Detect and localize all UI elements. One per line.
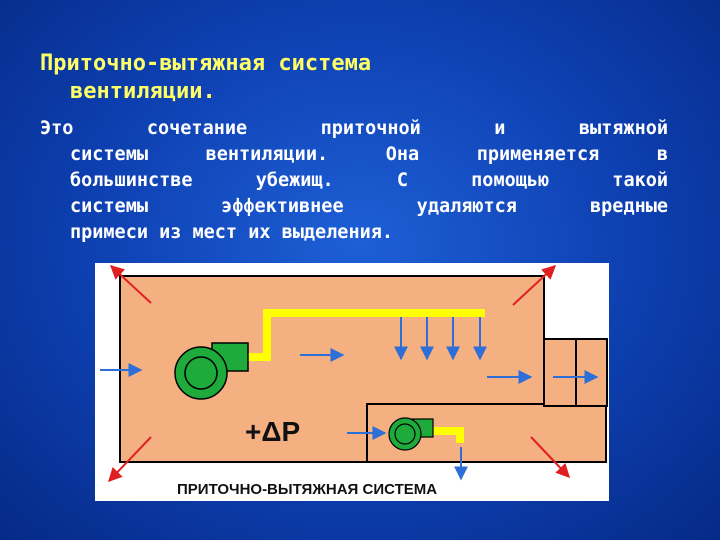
body-line-5: примеси из мест их выделения. [70, 222, 394, 243]
body-line-2: системы вентиляции. Она применяется в [70, 144, 668, 165]
slide-title: Приточно-вытяжная система вентиляции. [40, 50, 700, 106]
title-line-1: Приточно-вытяжная система [40, 51, 372, 76]
air-flow-arrows [100, 317, 599, 481]
arrow-leak-top-left [109, 265, 152, 304]
title-line-2: вентиляции. [70, 79, 216, 104]
arrow-leak-bottom-left [108, 436, 152, 483]
arrow-leak-bottom-right [530, 436, 570, 479]
body-line-4: системы эффективнее удаляются вредные [70, 196, 668, 217]
arrow-leak-top-right [512, 265, 557, 306]
slide-body-text: Это сочетание приточной и вытяжной систе… [40, 116, 668, 246]
supply-duct [235, 309, 485, 361]
body-line-3: большинстве убежищ. С помощью такой [70, 170, 668, 191]
leakage-arrows [108, 265, 570, 483]
pressure-label: +ΔP [245, 416, 300, 447]
ventilation-diagram: +ΔP ПРИТОЧНО-ВЫТЯЖНАЯ СИСТЕМА [95, 263, 609, 501]
body-line-1: Это сочетание приточной и вытяжной [40, 118, 668, 139]
exhaust-fan-icon [388, 417, 434, 451]
diagram-caption: ПРИТОЧНО-ВЫТЯЖНАЯ СИСТЕМА [177, 481, 437, 498]
exhaust-duct [429, 427, 464, 443]
supply-fan-icon [174, 342, 249, 400]
